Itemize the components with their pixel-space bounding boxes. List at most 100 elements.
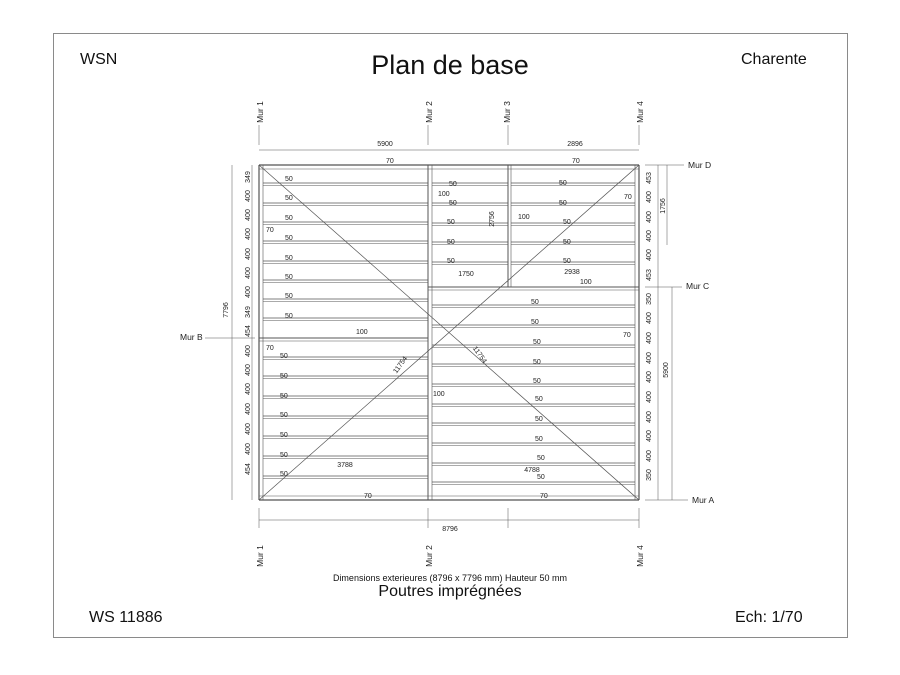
drawing-frame: [53, 33, 848, 638]
reference-number: WS 11886: [89, 609, 163, 626]
wall-label-mur1-top: Mur 1: [255, 101, 265, 123]
beam-label-50: 50: [285, 235, 293, 242]
beam-label-70: 70: [572, 158, 580, 165]
right-spacing-label: 400: [646, 332, 653, 344]
beam-label-100: 100: [356, 329, 368, 336]
beam-label-50: 50: [285, 293, 293, 300]
beam-label-50: 50: [285, 176, 293, 183]
beam-label-50: 50: [531, 299, 539, 306]
left-spacing-label: 349: [245, 306, 252, 318]
right-spacing-label: 400: [646, 249, 653, 261]
right-spacing-label: 400: [646, 230, 653, 242]
dim-right-top-label: 1756: [660, 198, 667, 214]
left-spacing-label: 400: [245, 228, 252, 240]
right-spacing-label: 400: [646, 411, 653, 423]
wall-label-mur2-bottom: Mur 2: [424, 545, 434, 567]
wall-label-murD: Mur D: [688, 160, 711, 170]
right-spacing-label: 400: [646, 211, 653, 223]
beam-label-50: 50: [280, 432, 288, 439]
beam-label-50: 50: [537, 455, 545, 462]
right-spacing-label: 400: [646, 312, 653, 324]
beam-label-50: 50: [285, 313, 293, 320]
beam-label-70: 70: [624, 194, 632, 201]
dim-inner-4788: 4788: [524, 467, 540, 474]
left-spacing-label: 400: [245, 423, 252, 435]
beam-label-50: 50: [559, 200, 567, 207]
beam-label-50: 50: [449, 200, 457, 207]
wall-label-mur4-top: Mur 4: [635, 101, 645, 123]
right-spacing-label: 400: [646, 371, 653, 383]
beam-label-50: 50: [559, 180, 567, 187]
dim-inner-1750: 1750: [458, 271, 474, 278]
dim-inner-2756: 2756: [489, 211, 496, 227]
beam-label-70: 70: [623, 332, 631, 339]
beam-label-50: 50: [535, 396, 543, 403]
dim-bottom-label: 8796: [442, 526, 458, 533]
wall-label-mur4-bottom: Mur 4: [635, 545, 645, 567]
beam-label-70: 70: [386, 158, 394, 165]
dim-inner-3788: 3788: [337, 462, 353, 469]
wall-label-murA: Mur A: [692, 495, 715, 505]
beam-label-50: 50: [535, 436, 543, 443]
beam-label-50: 50: [447, 258, 455, 265]
dim-diag-right: 11754: [471, 345, 488, 365]
left-spacing-label: 400: [245, 286, 252, 298]
left-spacing-label: 400: [245, 345, 252, 357]
right-spacing-label: 350: [646, 469, 653, 481]
beam-label-100: 100: [438, 191, 450, 198]
right-spacing-label: 400: [646, 352, 653, 364]
wall-label-murB: Mur B: [180, 332, 203, 342]
plan-subtitle: Poutres imprégnées: [378, 583, 522, 600]
left-spacing-label: 400: [245, 267, 252, 279]
right-spacing-label: 400: [646, 191, 653, 203]
dimensions-caption: Dimensions exterieures (8796 x 7796 mm) …: [332, 573, 568, 583]
left-spacing-label: 454: [245, 463, 252, 475]
beam-label-100: 100: [433, 391, 445, 398]
beam-label-50: 50: [563, 258, 571, 265]
left-spacing-label: 349: [245, 171, 252, 183]
beam-label-100: 100: [518, 214, 530, 221]
beam-label-50: 50: [563, 219, 571, 226]
scale-label: Ech: 1/70: [735, 609, 803, 626]
page-title: Plan de base: [371, 50, 529, 80]
left-spacing-label: 400: [245, 403, 252, 415]
beam-label-70: 70: [266, 227, 274, 234]
right-spacing-label: 453: [646, 172, 653, 184]
beam-label-50: 50: [280, 373, 288, 380]
dim-right-bottom-label: 5900: [663, 362, 670, 378]
left-spacing-label: 400: [245, 443, 252, 455]
left-spacing-label: 400: [245, 209, 252, 221]
dim-inner-2938: 2938: [564, 269, 580, 276]
beam-label-50: 50: [447, 239, 455, 246]
beam-label-50: 50: [447, 219, 455, 226]
beam-label-50: 50: [537, 474, 545, 481]
beam-label-50: 50: [285, 274, 293, 281]
diagonal-2: [258, 164, 640, 501]
beam-label-50: 50: [285, 215, 293, 222]
beam-label-50: 50: [535, 416, 543, 423]
beam-label-50: 50: [285, 255, 293, 262]
beam-label-50: 50: [533, 378, 541, 385]
left-spacing-label: 400: [245, 364, 252, 376]
right-spacing-label: 453: [646, 269, 653, 281]
beam-label-50: 50: [563, 239, 571, 246]
dim-left-total-label: 7796: [223, 302, 230, 318]
right-spacing-label: 400: [646, 391, 653, 403]
left-spacing-label: 400: [245, 248, 252, 260]
dim-diag-left: 11754: [392, 355, 409, 375]
region-label: Charente: [741, 51, 807, 68]
beam-label-50: 50: [533, 359, 541, 366]
wall-label-murC: Mur C: [686, 281, 709, 291]
wall-label-mur1-bottom: Mur 1: [255, 545, 265, 567]
right-spacing-label: 400: [646, 430, 653, 442]
dim-top-right-label: 2896: [567, 141, 583, 148]
company-label: WSN: [80, 51, 118, 68]
beam-label-70: 70: [266, 345, 274, 352]
left-spacing-label: 400: [245, 190, 252, 202]
right-spacing-label: 400: [646, 450, 653, 462]
beam-label-50: 50: [280, 393, 288, 400]
dim-top-left-label: 5900: [377, 141, 393, 148]
left-spacing-label: 454: [245, 325, 252, 337]
wall-label-mur2-top: Mur 2: [424, 101, 434, 123]
